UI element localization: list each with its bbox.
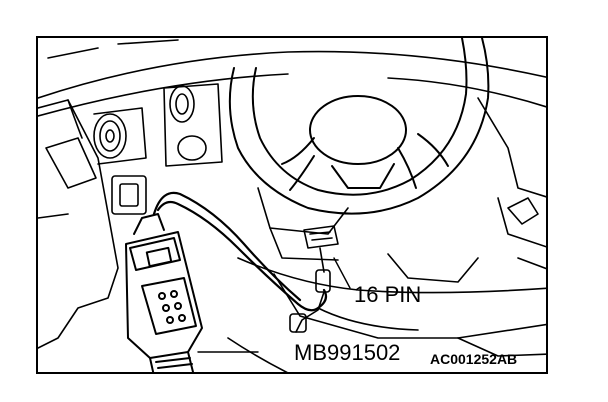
left-panel: [38, 99, 119, 349]
air-vent-left: [93, 107, 147, 165]
dashboard-top: [38, 39, 546, 117]
floor-area: [227, 253, 546, 372]
diagnostic-connector: [289, 225, 339, 333]
leader-lines: [197, 257, 351, 353]
right-dashboard: [477, 97, 546, 270]
tester-device: [125, 213, 203, 372]
tool-label: MB991502: [294, 340, 401, 365]
connector-label: 16 PIN: [354, 282, 422, 307]
illustration-frame: 16 PIN MB991502 AC001252AB: [36, 36, 548, 374]
center-vents: [163, 83, 223, 167]
panel-switch: [111, 175, 147, 215]
tester-cable: [152, 191, 328, 312]
dashboard-illustration: [38, 38, 546, 372]
figure-code-label: AC001252AB: [430, 351, 518, 367]
steering-wheel: [228, 38, 490, 215]
steering-column: [257, 187, 349, 261]
